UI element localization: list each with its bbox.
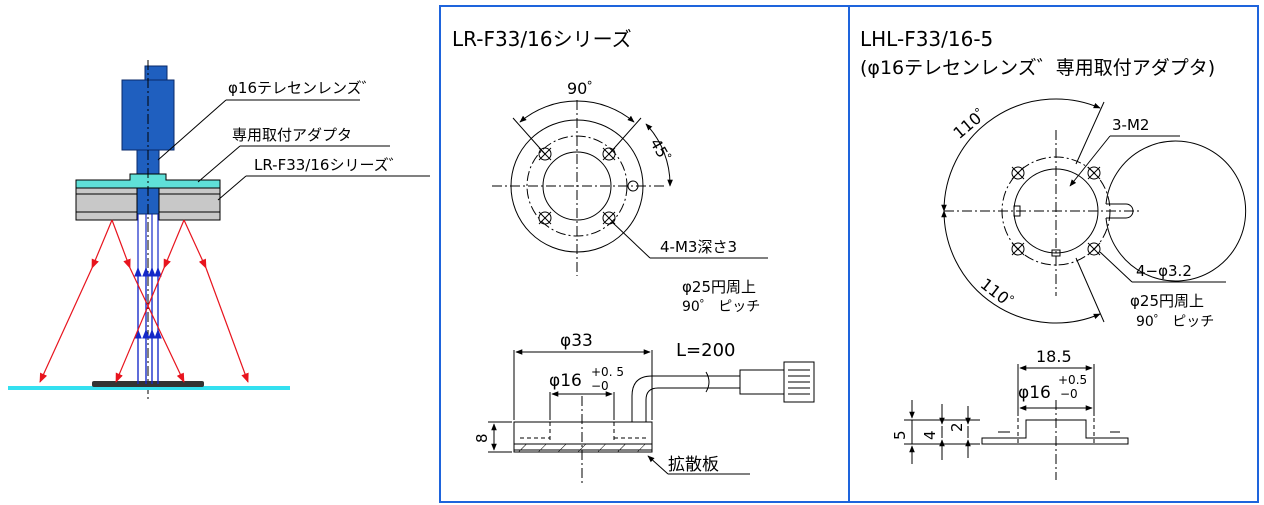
dim-phi33: φ33 [560, 331, 593, 351]
hole [602, 211, 616, 225]
dim-phi16-right: φ16 [1018, 383, 1051, 403]
angle-90: 90゜ [567, 79, 603, 98]
telecentric-rays [134, 214, 162, 384]
dim-height: 8 [473, 433, 491, 443]
dim-18-5: 18.5 [1036, 347, 1072, 366]
light-ring-left [75, 187, 138, 221]
screw-label: 3-M2 [1112, 116, 1149, 134]
hole [602, 147, 616, 161]
diffuser-label: 拡散板 [668, 455, 719, 475]
panel-right-title-1: LHL-F33/16-5 [860, 27, 993, 51]
hole [538, 211, 552, 225]
hole-label-right: 4−φ3.2 [1136, 262, 1192, 280]
illumination-rays [39, 219, 249, 383]
light-ring-right [158, 187, 221, 221]
tol-plus-right: +0.5 [1058, 373, 1087, 387]
tol-minus: −0 [591, 379, 609, 393]
angle-45: 45゜ [646, 135, 679, 174]
side-view-left: φ33 φ16 +0. 5 −0 8 L=200 [473, 331, 815, 486]
angle-110-bottom: 110゜ [977, 274, 1025, 318]
tol-minus-right: −0 [1060, 387, 1078, 401]
label-series: LR-F33/16シリーズ゛ [254, 156, 404, 174]
label-adapter: 専用取付アダプタ [232, 126, 352, 144]
dim-2: 2 [948, 422, 966, 432]
hole [627, 180, 639, 192]
top-view-right: 110゜ 110゜ 3-M2 4−φ3.2 φ25円周上 90゜ ピッチ [941, 98, 1247, 330]
label-lens: φ16テレセンレンズ゛ [228, 79, 377, 97]
pcd-line2: 90゜ ピッチ [682, 299, 760, 315]
panel-left-title: LR-F33/16シリーズ [452, 27, 632, 51]
dim-4: 4 [921, 430, 939, 440]
system-illustration: φ16テレセンレンズ゛ 専用取付アダプタ LR-F33/16シリーズ゛ [8, 60, 430, 400]
pcd-line1: φ25円周上 [682, 278, 756, 296]
panel-right-title-2: (φ16テレセンレンズ゛専用取付アダプタ) [860, 57, 1215, 79]
panel-lhl-f33: LHL-F33/16-5 (φ16テレセンレンズ゛専用取付アダプタ) [860, 27, 1247, 480]
pcd-right-2: 90゜ ピッチ [1136, 314, 1214, 330]
hole [538, 147, 552, 161]
side-view-right: 18.5 φ16 +0.5 −0 5 4 2 [891, 347, 1129, 480]
top-view-left: 90゜ 45゜ 4-M3深さ3 φ25円周上 90゜ ピッチ [492, 79, 768, 315]
dim-5: 5 [891, 430, 909, 440]
panel-lr-f33: LR-F33/16シリーズ 90゜ 45゜ [452, 27, 815, 486]
hole-label: 4-M3深さ3 [660, 238, 737, 256]
tol-plus: +0. 5 [591, 365, 624, 379]
pcd-right-1: φ25円周上 [1130, 292, 1204, 310]
work-piece [92, 381, 204, 387]
cable-length: L=200 [676, 340, 735, 361]
dim-phi16: φ16 [549, 371, 582, 391]
